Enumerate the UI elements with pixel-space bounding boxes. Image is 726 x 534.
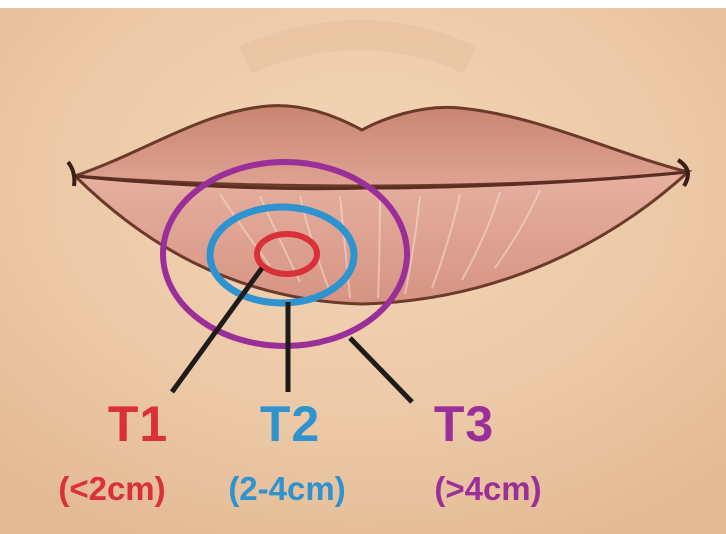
top-border [0,0,726,8]
t2-size-label: (2-4cm) [228,470,345,508]
t1-code-label: T1 [108,395,168,453]
t1-size-label: (<2cm) [58,470,165,508]
t3-code-label: T3 [434,395,494,453]
t2-code-label: T2 [260,395,320,453]
t3-size-label: (>4cm) [434,470,541,508]
